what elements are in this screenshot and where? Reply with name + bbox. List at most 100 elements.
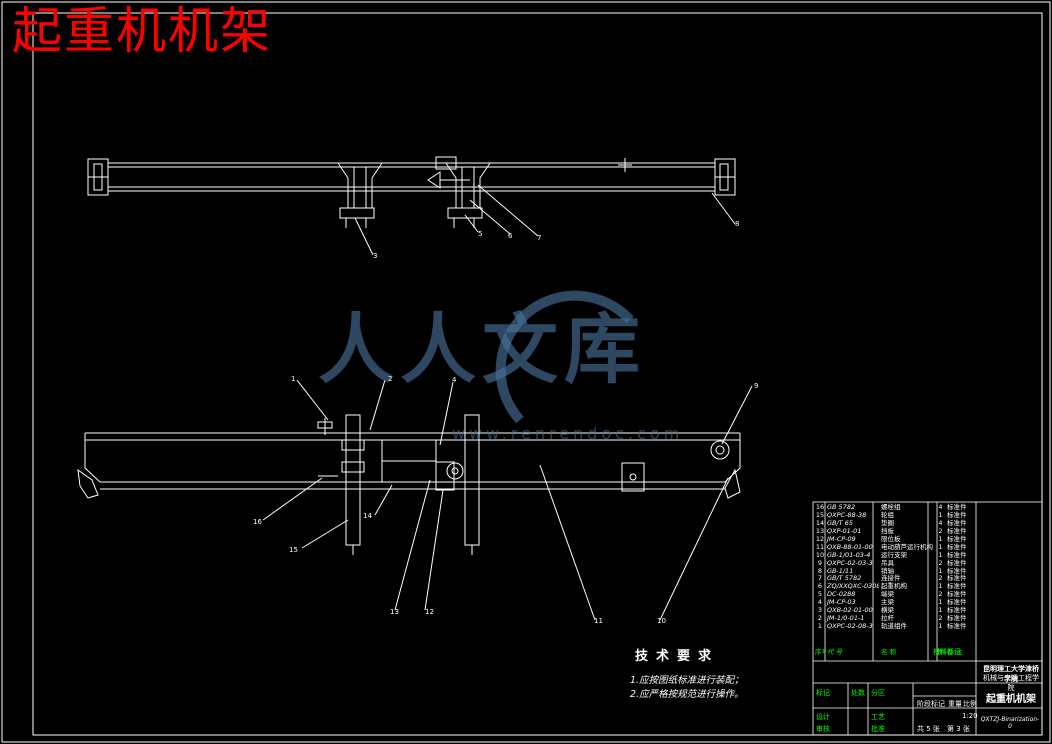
tb-label-review: 审核: [816, 725, 830, 733]
parts-list-cell-name: 轨道组件: [881, 622, 907, 630]
parts-list-cell-qty: 2: [938, 574, 943, 583]
callout-11: 11: [594, 617, 603, 625]
parts-list-cell-remark: 标准件: [947, 534, 967, 543]
tb-label-process: 工艺: [871, 713, 885, 721]
tb-label-approve: 批准: [871, 725, 885, 733]
tb-label-weight: 重量: [948, 700, 962, 708]
parts-list-cell-qty: 1: [938, 582, 943, 591]
parts-list-cell-no: 11: [815, 542, 825, 551]
parts-list-cell-name: 轮组: [881, 510, 894, 519]
parts-list-cell-no: 15: [815, 510, 825, 519]
header-code: 代 号: [827, 648, 843, 656]
header-remark: 备 注: [947, 648, 963, 656]
callout-15: 15: [289, 546, 298, 554]
parts-list-cell-name: 挡板: [881, 526, 894, 535]
parts-list-cell-no: 1: [817, 622, 823, 630]
parts-list-cell-name: 螺栓组: [881, 503, 901, 511]
parts-list-cell-remark: 标准件: [947, 558, 967, 567]
parts-list-cell-name: 横梁: [881, 606, 894, 615]
callout-16: 16: [253, 518, 262, 526]
parts-list-cell-name: 主梁: [881, 598, 894, 607]
parts-list-cell-remark: 标准件: [947, 510, 967, 519]
parts-list-cell-remark: 标准件: [947, 503, 967, 511]
callout-1: 1: [291, 375, 296, 383]
callout-7: 7: [537, 234, 542, 242]
callout-14: 14: [363, 512, 372, 520]
parts-list-cell-remark: 标准件: [947, 526, 967, 535]
parts-list-cell-no: 4: [817, 598, 823, 607]
parts-list-cell-no: 13: [815, 526, 825, 535]
parts-list-cell-qty: 1: [938, 606, 943, 615]
front-view: [77, 379, 753, 621]
watermark-emblem: [495, 290, 634, 424]
page-title: 起重机机架: [12, 2, 272, 60]
tb-scale-value: 1:20: [962, 712, 978, 720]
parts-list-row: 4 JM-CP-03 主梁 1 标准件: [815, 598, 1034, 606]
parts-list-cell-qty: 2: [938, 614, 943, 623]
callout-5: 5: [478, 230, 483, 238]
watermark-text: 人人文库: [318, 305, 646, 394]
parts-list-cell-remark: 标准件: [947, 542, 967, 551]
parts-list-cell-qty: 1: [938, 566, 943, 575]
parts-list-cell-code: GB-1/11: [827, 566, 854, 575]
parts-list-header: 序号 代 号 名 称 数量 备 注: [815, 648, 1034, 656]
parts-list-cell-name: 吊具: [881, 558, 894, 567]
callout-4: 4: [452, 376, 457, 384]
tb-label-scale: 比例: [963, 700, 977, 708]
parts-list-cell-no: 9: [817, 558, 823, 567]
parts-list-cell-no: 2: [817, 614, 823, 623]
parts-list-cell-code: GB/T 5782: [827, 574, 862, 583]
parts-list-cell-qty: 1: [938, 550, 943, 559]
parts-list-cell-no: 12: [815, 534, 825, 543]
parts-list-cell-name: 电动葫芦运行机构: [881, 542, 933, 551]
tb-label-stage: 阶段标记: [917, 700, 945, 708]
parts-list-row: 7 GB/T 5782 连接件 2 标准件: [815, 574, 1034, 582]
parts-list-cell-code: QXB-88-01-00: [827, 542, 873, 551]
parts-list-cell-qty: 2: [938, 590, 943, 599]
parts-list-cell-no: 10: [815, 550, 825, 559]
tech-requirements-heading: 技术要求: [635, 649, 720, 664]
parts-list-cell-remark: 标准件: [947, 614, 967, 623]
parts-list-cell-remark: 标准件: [947, 574, 967, 583]
parts-list-cell-code: DC-0288: [827, 590, 856, 599]
parts-list-cell-remark: 标准件: [947, 622, 967, 630]
parts-list-cell-qty: 1: [938, 598, 943, 607]
inner-frame: [32, 12, 1043, 736]
title-block-grid: [812, 501, 1043, 736]
parts-list-cell-code: JM-CP-09: [827, 534, 856, 543]
drawing-number: QXTZJ-Binarization-0: [980, 716, 1040, 730]
parts-list-cell-no: 16: [815, 503, 825, 511]
parts-list-cell-qty: 1: [938, 510, 943, 519]
parts-list-cell-no: 7: [817, 574, 823, 583]
parts-list-cell-qty: 1: [938, 542, 943, 551]
parts-list-cell-code: JM-CP-03: [827, 598, 856, 607]
tb-sheet-current: 第 3 张: [947, 725, 970, 733]
tb-label-count: 处数: [851, 689, 865, 697]
parts-list-cell-code: JM-1/0-01-1: [827, 614, 865, 623]
parts-list-cell-remark: 标准件: [947, 582, 967, 591]
parts-list-cell-name: 连接件: [881, 574, 901, 583]
parts-list-cell-name: 起重机构: [881, 582, 907, 591]
parts-list-cell-remark: 标准件: [947, 606, 967, 615]
callout-6: 6: [508, 232, 513, 240]
header-name: 名 称: [881, 648, 897, 656]
tech-requirement-item: 1.应按图纸标准进行装配；: [630, 675, 744, 686]
material-label: 材料标记: [933, 648, 961, 656]
parts-list-cell-remark: 标准件: [947, 598, 967, 607]
